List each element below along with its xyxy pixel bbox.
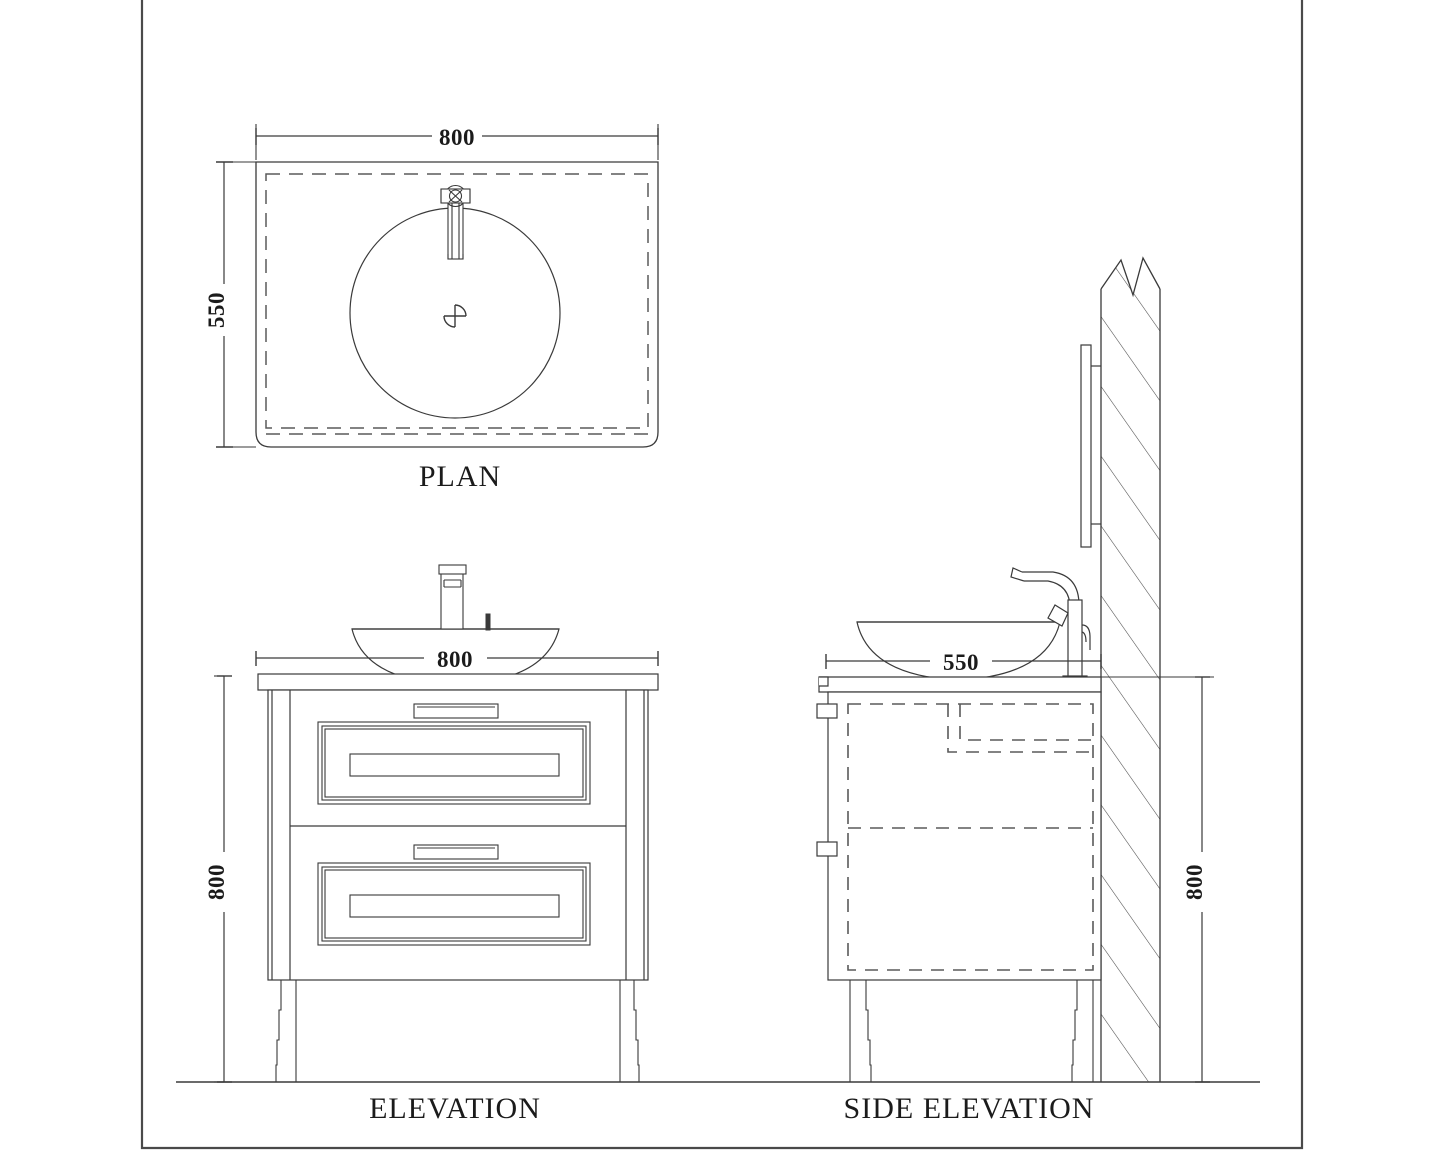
elevation-leg-right: [619, 980, 640, 1082]
plan-view: 800 550: [204, 124, 659, 493]
side-elevation-cabinet-body: [827, 691, 1102, 981]
side-elevation-wall: [1100, 256, 1161, 1082]
plan-view-label: PLAN: [419, 460, 501, 493]
elevation-countertop: [257, 673, 659, 691]
sheet-border: [140, 0, 1304, 1150]
elevation-width-dimension: 800: [255, 647, 659, 672]
elevation-view-label: ELEVATION: [369, 1092, 541, 1125]
elevation-faucet-lever: [485, 613, 491, 631]
side-elevation-leg-left: [849, 980, 872, 1082]
wall-hatch-fill: [1101, 258, 1160, 1082]
side-elevation-view-label: SIDE ELEVATION: [844, 1092, 1095, 1125]
side-elevation-leg-right: [1071, 980, 1094, 1082]
elevation-view: 800 800: [204, 564, 659, 1125]
side-elevation-dashed-details: [847, 703, 1094, 971]
side-height-dimension: 800: [1182, 676, 1210, 1083]
elevation-handle-upper[interactable]: [413, 703, 499, 719]
plan-depth-dimension: 550: [204, 161, 233, 448]
plan-width-dimension: 800: [255, 125, 659, 150]
side-elevation-mirror-panel: [1080, 344, 1101, 548]
elevation-width-value: 800: [437, 647, 473, 672]
elevation-height-value: 800: [204, 864, 229, 900]
plan-cabinet-dashed-outline: [265, 173, 649, 429]
wall-break-symbol: [1100, 256, 1161, 298]
plan-drain-symbol: [443, 304, 467, 328]
elevation-leg-left: [275, 980, 297, 1082]
elevation-handle-lower[interactable]: [413, 844, 499, 860]
elevation-faucet: [438, 564, 467, 630]
side-drawer-pull-lower[interactable]: [816, 841, 838, 857]
plan-depth-value: 550: [204, 292, 229, 328]
side-elevation-view: 550: [816, 256, 1214, 1125]
elevation-height-dimension: 800: [204, 675, 232, 1083]
side-height-value: 800: [1182, 864, 1207, 900]
side-depth-dimension: 550: [825, 650, 1102, 675]
side-depth-value: 550: [943, 650, 979, 675]
side-drawer-pull-upper[interactable]: [816, 703, 838, 719]
plan-faucet: [440, 184, 471, 260]
elevation-drawer-panel-upper[interactable]: [317, 721, 591, 805]
elevation-drawer-panel-lower[interactable]: [317, 862, 591, 946]
plan-width-value: 800: [439, 125, 475, 150]
side-elevation-countertop: [818, 676, 1102, 693]
